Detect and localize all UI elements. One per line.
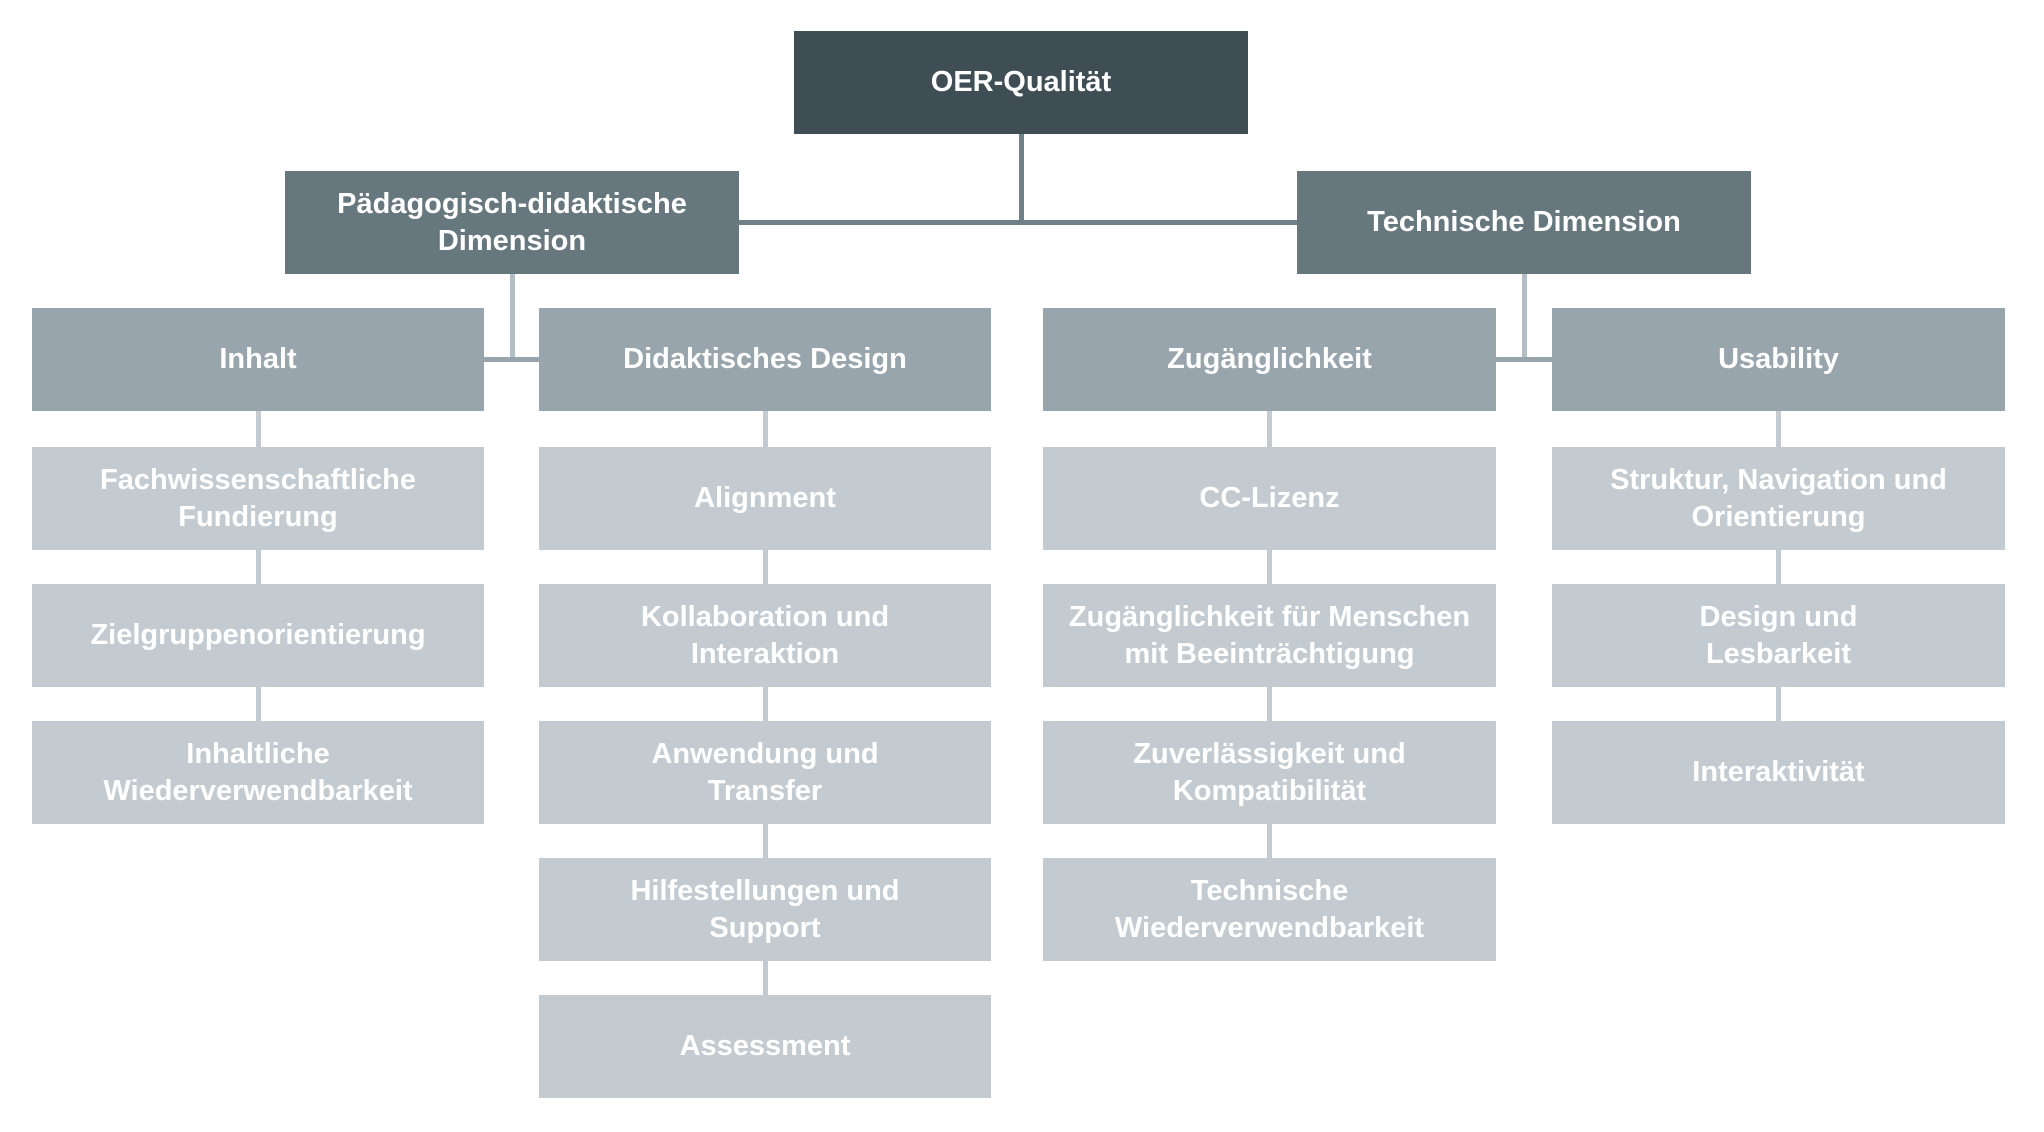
- node-struktur-navigation-und-orientierung: Struktur, Navigation und Orientierung: [1552, 447, 2005, 550]
- node-anwendung-und-transfer: Anwendung und Transfer: [539, 721, 991, 824]
- node-technische-wiederverwendbarkeit: Technische Wiederverwendbarkeit: [1043, 858, 1496, 961]
- connector-root-horizontal: [739, 220, 1297, 225]
- connector-root-drop: [1019, 134, 1024, 225]
- node-inhalt: Inhalt: [32, 308, 484, 411]
- node-zugaenglichkeit: Zugänglichkeit: [1043, 308, 1496, 411]
- connector-technisch-stub: [1496, 357, 1552, 362]
- connector-paedagogisch-stub: [484, 357, 539, 362]
- node-usability: Usability: [1552, 308, 2005, 411]
- node-alignment: Alignment: [539, 447, 991, 550]
- connector-spine-usability: [1776, 411, 1781, 721]
- node-cc-lizenz: CC-Lizenz: [1043, 447, 1496, 550]
- connector-spine-inhalt: [256, 411, 261, 721]
- node-assessment: Assessment: [539, 995, 991, 1098]
- node-paedagogisch-didaktische-dimension: Pädagogisch-didaktische Dimension: [285, 171, 739, 274]
- node-didaktisches-design: Didaktisches Design: [539, 308, 991, 411]
- connector-technisch-drop: [1522, 274, 1527, 362]
- node-interaktivitaet: Interaktivität: [1552, 721, 2005, 824]
- connector-paedagogisch-drop: [510, 274, 515, 362]
- node-kollaboration-und-interaktion: Kollaboration und Interaktion: [539, 584, 991, 687]
- node-oer-qualitaet: OER-Qualität: [794, 31, 1248, 134]
- node-fachwissenschaftliche-fundierung: Fachwissenschaftliche Fundierung: [32, 447, 484, 550]
- node-zuverlaessigkeit-und-kompatibilitaet: Zuverlässigkeit und Kompatibilität: [1043, 721, 1496, 824]
- node-inhaltliche-wiederverwendbarkeit: Inhaltliche Wiederverwendbarkeit: [32, 721, 484, 824]
- node-hilfestellungen-und-support: Hilfestellungen und Support: [539, 858, 991, 961]
- node-design-und-lesbarkeit: Design und Lesbarkeit: [1552, 584, 2005, 687]
- connector-spine-didaktisches-design: [763, 411, 768, 995]
- node-technische-dimension: Technische Dimension: [1297, 171, 1751, 274]
- node-zugaenglichkeit-fuer-menschen-mit-beeintraechtigung: Zugänglichkeit für Menschen mit Beeinträ…: [1043, 584, 1496, 687]
- node-zielgruppenorientierung: Zielgruppenorientierung: [32, 584, 484, 687]
